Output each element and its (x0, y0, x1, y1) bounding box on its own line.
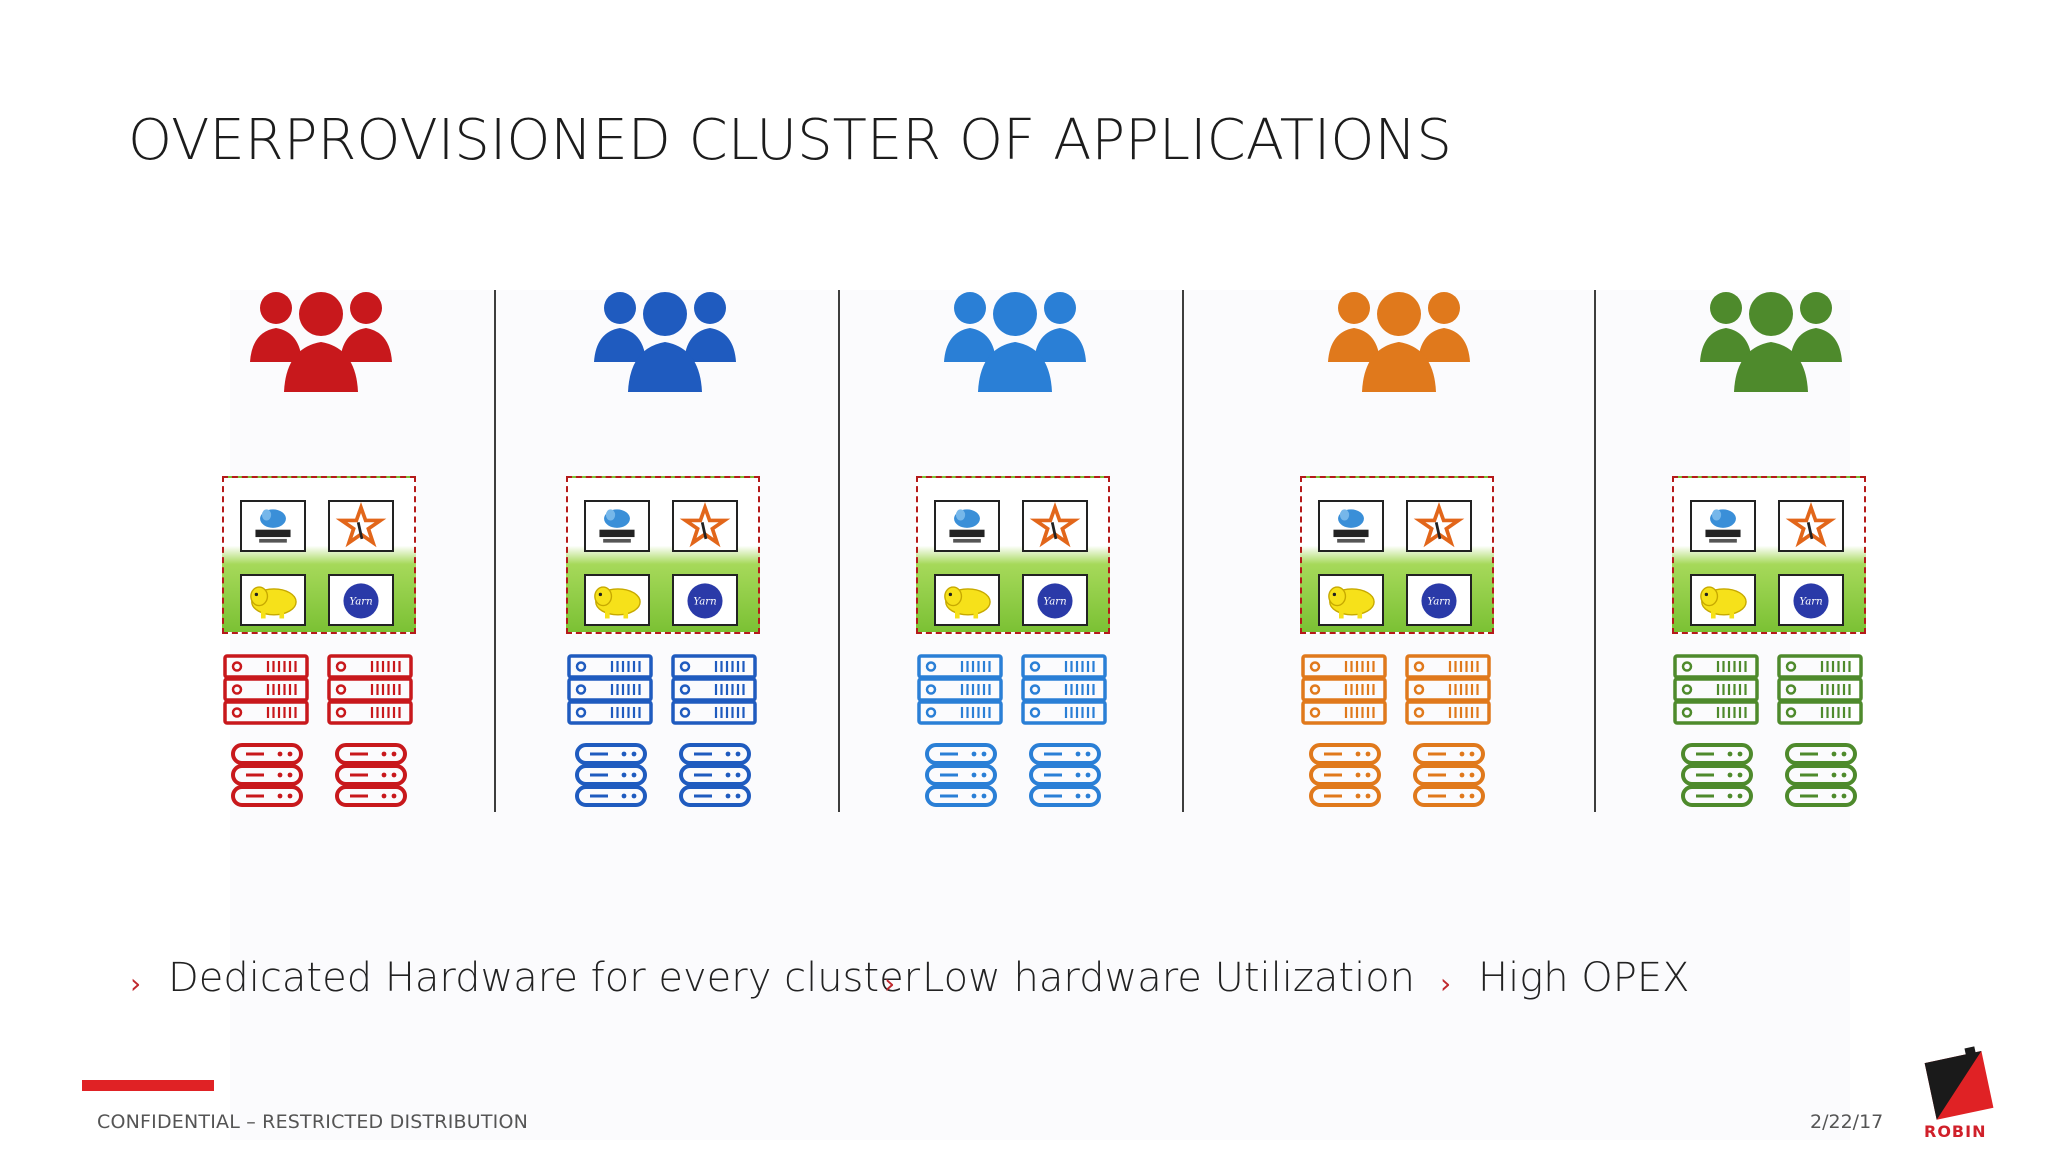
footer-confidential: CONFIDENTIAL – RESTRICTED DISTRIBUTION (97, 1111, 529, 1133)
spark-icon (328, 500, 394, 552)
server-rack-icon (223, 654, 309, 725)
storage-disk-icon (1413, 743, 1485, 807)
server-rack-icon (917, 654, 1003, 725)
mapreduce-icon (584, 500, 650, 552)
server-rack-icon (327, 654, 413, 725)
server-rack-icon (567, 654, 653, 725)
cluster-2: Yarn (566, 280, 786, 840)
storage-disk-icon (575, 743, 647, 807)
yarn-icon: Yarn (328, 574, 394, 626)
application-stack-box: Yarn (916, 476, 1110, 634)
bullet-marker: › (884, 967, 896, 1000)
bullet-marker: › (130, 967, 142, 1000)
svg-text:Yarn: Yarn (1799, 597, 1822, 608)
storage-disk-icon (679, 743, 751, 807)
mapreduce-icon (240, 500, 306, 552)
bullet-dedicated-hardware: Dedicated Hardware for every cluster (168, 955, 921, 1001)
spark-icon (1406, 500, 1472, 552)
application-stack-box: Yarn (566, 476, 760, 634)
yarn-icon: Yarn (672, 574, 738, 626)
bullet-low-utilization: Low hardware Utilization (922, 955, 1416, 1001)
hadoop-icon (1690, 574, 1756, 626)
storage-disk-icon (231, 743, 303, 807)
storage-disk-icon (1785, 743, 1857, 807)
svg-text:Yarn: Yarn (693, 597, 716, 608)
spark-icon (672, 500, 738, 552)
server-rack-icon (671, 654, 757, 725)
yarn-icon: Yarn (1406, 574, 1472, 626)
cluster-5: Yarn (1672, 280, 1892, 840)
storage-disk-icon (1681, 743, 1753, 807)
application-stack-box: Yarn (1300, 476, 1494, 634)
server-rack-icon (1405, 654, 1491, 725)
cluster-4: Yarn (1300, 280, 1520, 840)
svg-text:Yarn: Yarn (349, 597, 372, 608)
cluster-3: Yarn (916, 280, 1136, 840)
users-group-icon (1700, 292, 1842, 392)
spark-icon (1778, 500, 1844, 552)
cluster-divider (494, 290, 496, 812)
mapreduce-icon (1318, 500, 1384, 552)
cluster-divider (1594, 290, 1596, 812)
users-group-icon (1328, 292, 1470, 392)
server-rack-icon (1673, 654, 1759, 725)
hadoop-icon (934, 574, 1000, 626)
mapreduce-icon (934, 500, 1000, 552)
svg-text:Yarn: Yarn (1043, 597, 1066, 608)
diagram-background (230, 290, 1850, 1140)
mapreduce-icon (1690, 500, 1756, 552)
hadoop-icon (240, 574, 306, 626)
users-group-icon (944, 292, 1086, 392)
storage-disk-icon (335, 743, 407, 807)
server-rack-icon (1777, 654, 1863, 725)
users-group-icon (250, 292, 392, 392)
storage-disk-icon (1309, 743, 1381, 807)
bullet-high-opex: High OPEX (1478, 955, 1690, 1001)
application-stack-box: Yarn (1672, 476, 1866, 634)
storage-disk-icon (925, 743, 997, 807)
yarn-icon: Yarn (1778, 574, 1844, 626)
slide-title: OVERPROVISIONED CLUSTER OF APPLICATIONS (128, 108, 1452, 173)
users-group-icon (594, 292, 736, 392)
server-rack-icon (1021, 654, 1107, 725)
footer-accent-bar (82, 1080, 214, 1091)
robin-logo-text: ROBIN (1924, 1122, 1987, 1141)
spark-icon (1022, 500, 1088, 552)
application-stack-box: Yarn (222, 476, 416, 634)
hadoop-icon (1318, 574, 1384, 626)
footer-date: 2/22/17 (1810, 1111, 1884, 1133)
svg-text:Yarn: Yarn (1427, 597, 1450, 608)
robin-logo-icon (1924, 1046, 1994, 1120)
cluster-divider (838, 290, 840, 812)
server-rack-icon (1301, 654, 1387, 725)
bullet-marker: › (1440, 967, 1452, 1000)
cluster-1: Yarn (222, 280, 442, 840)
yarn-icon: Yarn (1022, 574, 1088, 626)
cluster-divider (1182, 290, 1184, 812)
hadoop-icon (584, 574, 650, 626)
storage-disk-icon (1029, 743, 1101, 807)
